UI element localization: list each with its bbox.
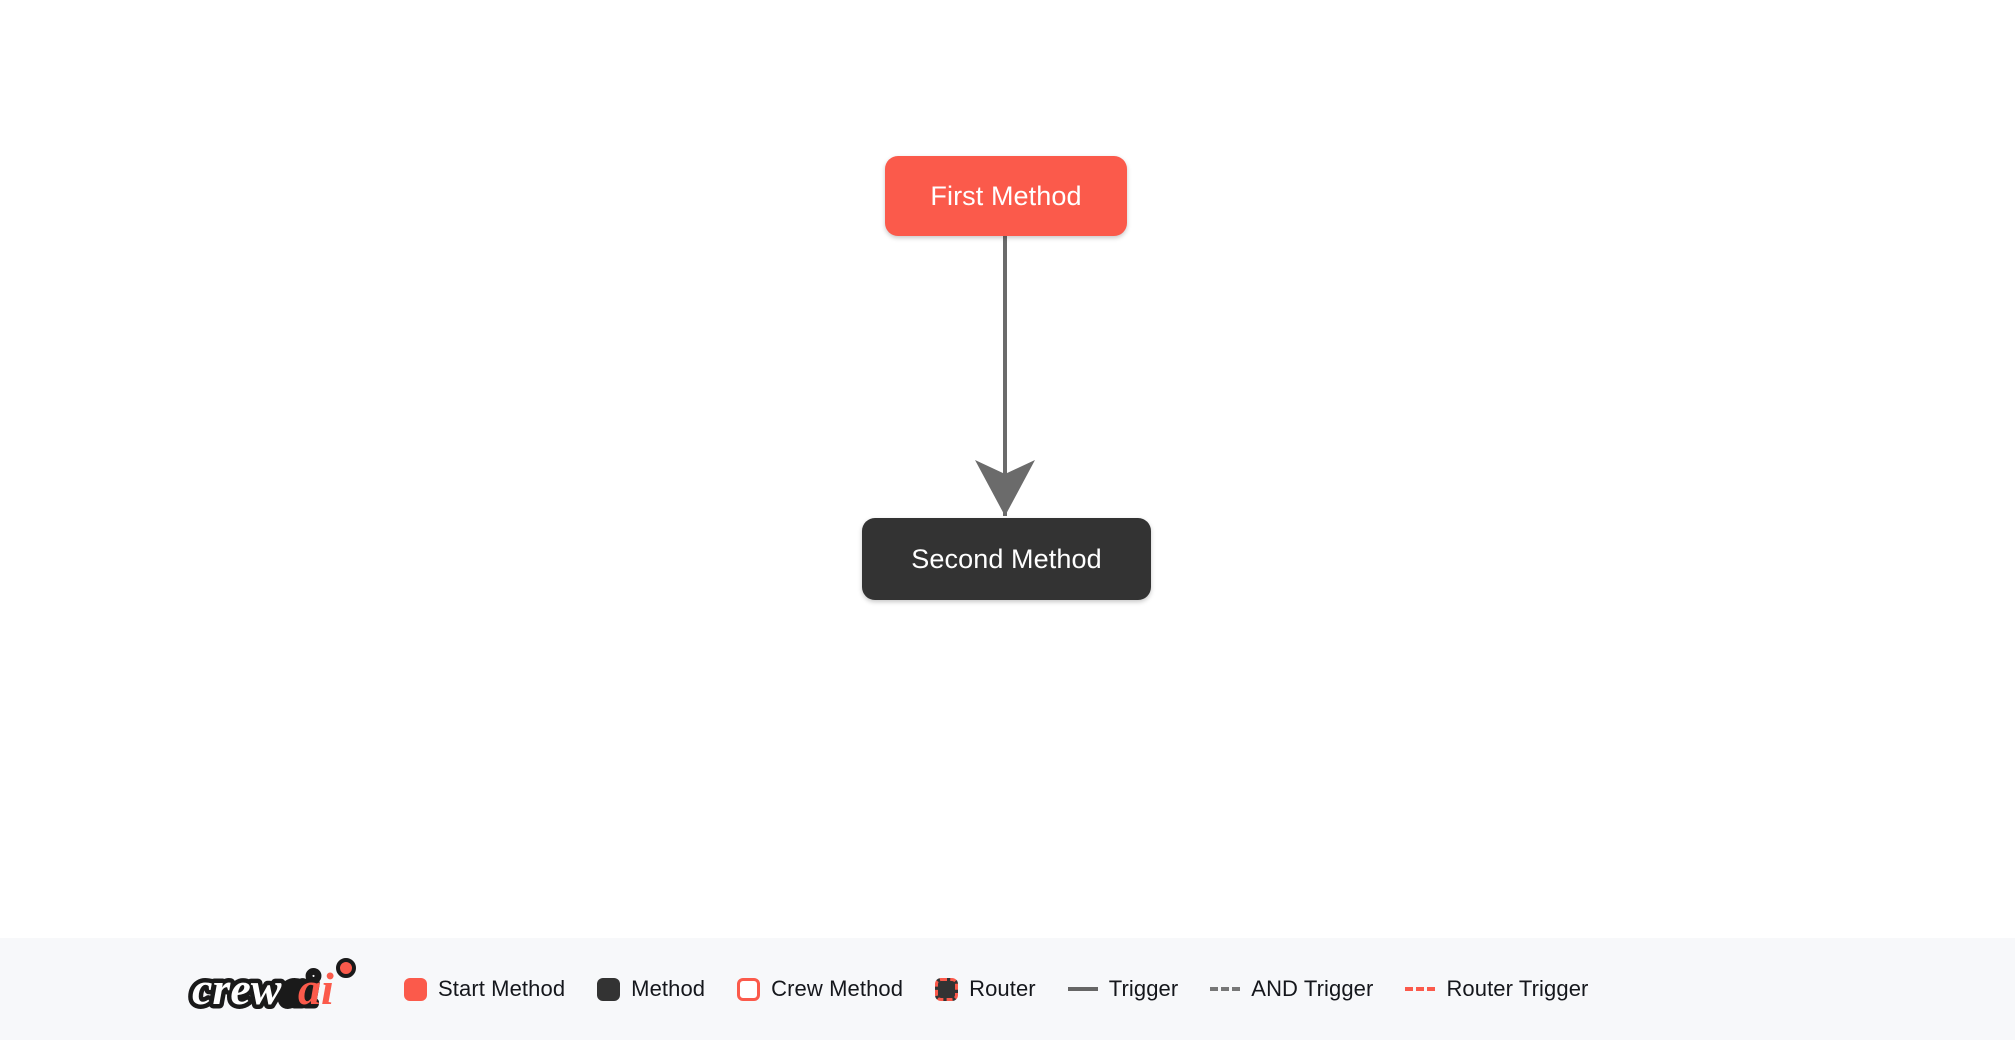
crewai-logo: crewai crew ai: [188, 958, 356, 1019]
legend-items: Start Method Method Crew Method Router T…: [404, 976, 1588, 1002]
trigger-line-icon: [1067, 987, 1098, 991]
logo-dot-icon: [336, 958, 356, 978]
crew-method-swatch-icon: [737, 977, 761, 1001]
edge-layer: [975, 236, 1035, 516]
flow-node-label: Second Method: [911, 543, 1102, 574]
edge-first-to-second: [975, 236, 1035, 516]
legend-label: Trigger: [1108, 976, 1179, 1001]
legend-label: Crew Method: [771, 976, 904, 1001]
logo-outline: crewai: [192, 963, 317, 1014]
legend-bar: crewai crew ai Start Method Method Crew …: [0, 938, 2015, 1040]
flow-node-second-method[interactable]: Second Method: [862, 518, 1151, 600]
legend-label: Router Trigger: [1446, 976, 1589, 1001]
legend-item-router-trigger: Router Trigger: [1405, 976, 1588, 1002]
router-swatch-icon: [935, 977, 959, 1001]
and-trigger-line-icon: [1210, 987, 1241, 991]
logo-ai-text: ai: [298, 963, 334, 1014]
legend-item-method: Method: [597, 976, 705, 1002]
legend-item-and-trigger: AND Trigger: [1210, 976, 1373, 1002]
legend-item-trigger: Trigger: [1067, 976, 1179, 1002]
edge-arrowhead-icon: [975, 460, 1035, 516]
flow-node-first-method[interactable]: First Method: [885, 156, 1127, 236]
legend-label: Router: [969, 976, 1036, 1001]
legend-label: AND Trigger: [1251, 976, 1374, 1001]
legend-item-start-method: Start Method: [404, 976, 565, 1002]
router-trigger-line-icon: [1405, 987, 1436, 991]
method-swatch-icon: [597, 977, 621, 1001]
logo-crew-text: crew: [192, 963, 282, 1014]
legend-label: Start Method: [438, 976, 566, 1001]
flow-canvas[interactable]: First Method Second Method: [0, 0, 2015, 938]
legend-label: Method: [631, 976, 706, 1001]
flow-node-label: First Method: [930, 180, 1082, 211]
legend-item-router: Router: [935, 976, 1036, 1002]
legend-item-crew-method: Crew Method: [737, 976, 903, 1002]
start-method-swatch-icon: [404, 977, 427, 1001]
